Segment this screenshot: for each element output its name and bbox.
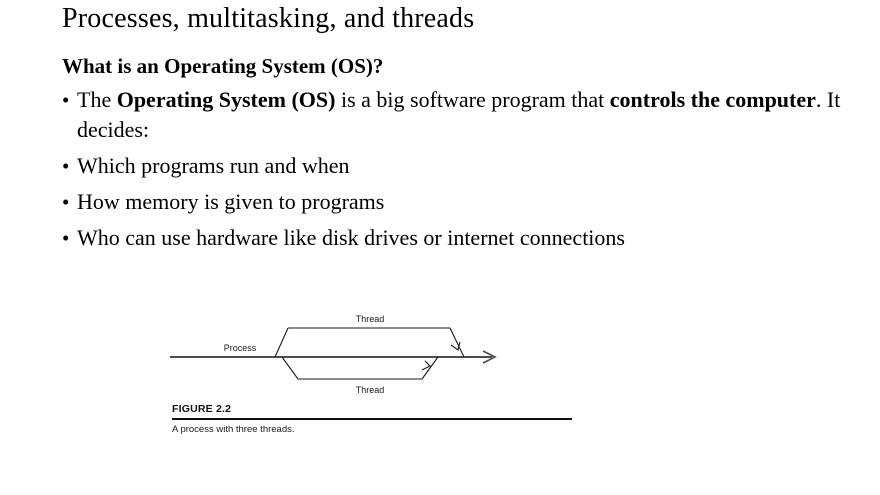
list-item-text: Who can use hardware like disk drives or… <box>77 225 625 250</box>
slide-body: What is an Operating System (OS)? • The … <box>62 52 852 257</box>
thread-bottom-label: Thread <box>356 385 385 395</box>
bullet-marker: • <box>62 190 70 214</box>
list-item: • Which programs run and when <box>62 151 852 181</box>
figure-caption-block: FIGURE 2.2 A process with three threads. <box>172 403 574 436</box>
bullet-marker: • <box>62 226 70 250</box>
thread-top-join-icon <box>449 327 465 358</box>
page-title: Processes, multitasking, and threads <box>62 3 475 34</box>
list-item-text: How memory is given to programs <box>77 189 385 214</box>
thread-top-arrowhead-icon <box>450 341 461 351</box>
thread-top-fork-icon <box>274 327 289 358</box>
thread-bottom-fork-icon <box>281 356 299 380</box>
section-heading: What is an Operating System (OS)? <box>62 54 384 78</box>
list-item: • Who can use hardware like disk drives … <box>62 223 852 253</box>
list-item-text: The Operating System (OS) is a big softw… <box>77 87 841 142</box>
list-item: • How memory is given to programs <box>62 187 852 217</box>
thread-top-label: Thread <box>356 314 385 324</box>
bullet-marker: • <box>62 88 70 112</box>
thread-diagram: Process Thread Thread <box>170 314 497 395</box>
figure-process-threads: Process Thread Thread FIGURE 2.2 A proce… <box>170 300 590 450</box>
thread-bottom-join-icon <box>421 356 439 380</box>
list-item-text: Which programs run and when <box>77 153 350 178</box>
figure-caption-text: A process with three threads. <box>172 424 295 435</box>
process-arrowhead-icon <box>482 350 497 364</box>
figure-divider <box>172 418 572 420</box>
list-item: • The Operating System (OS) is a big sof… <box>62 85 852 145</box>
process-label: Process <box>224 343 257 353</box>
bullet-marker: • <box>62 154 70 178</box>
figure-number: FIGURE 2.2 <box>172 403 232 415</box>
thread-bottom-arrowhead-icon <box>421 360 431 371</box>
